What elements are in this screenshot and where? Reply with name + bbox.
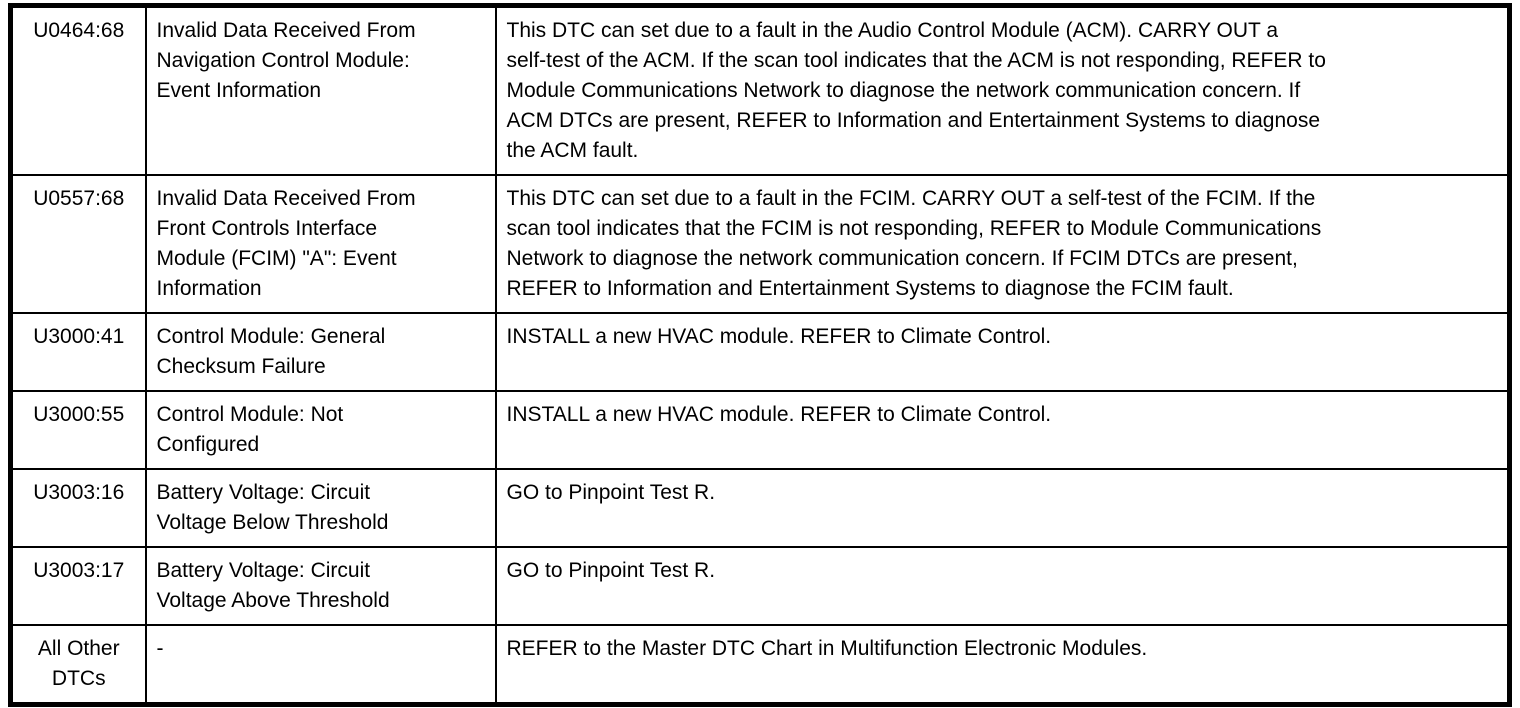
dtc-action-cell: This DTC can set due to a fault in the F… <box>494 174 1511 314</box>
dtc-action-cell: REFER to the Master DTC Chart in Multifu… <box>494 624 1511 706</box>
dtc-code-cell: U0464:68 <box>9 4 147 176</box>
dtc-description-cell: Invalid Data Received From Navigation Co… <box>144 4 497 176</box>
dtc-chart-table: U0464:68 Invalid Data Received From Navi… <box>8 3 1512 707</box>
dtc-description-cell: Battery Voltage: Circuit Voltage Above T… <box>144 546 497 626</box>
dtc-description-cell: - <box>144 624 497 706</box>
table-row: U0557:68 Invalid Data Received From Fron… <box>9 174 1511 314</box>
table-row: U0464:68 Invalid Data Received From Navi… <box>9 4 1511 176</box>
table-row: U3003:16 Battery Voltage: Circuit Voltag… <box>9 468 1511 548</box>
dtc-description-cell: Battery Voltage: Circuit Voltage Below T… <box>144 468 497 548</box>
table-row: U3000:55 Control Module: Not Configured … <box>9 390 1511 470</box>
dtc-action-cell: GO to Pinpoint Test R. <box>494 546 1511 626</box>
table-row: U3000:41 Control Module: General Checksu… <box>9 312 1511 392</box>
dtc-description-cell: Control Module: General Checksum Failure <box>144 312 497 392</box>
table-row: All Other DTCs - REFER to the Master DTC… <box>9 624 1511 706</box>
dtc-description-cell: Control Module: Not Configured <box>144 390 497 470</box>
dtc-action-cell: INSTALL a new HVAC module. REFER to Clim… <box>494 312 1511 392</box>
dtc-code-cell: U0557:68 <box>9 174 147 314</box>
dtc-action-cell: GO to Pinpoint Test R. <box>494 468 1511 548</box>
dtc-code-cell: U3003:16 <box>9 468 147 548</box>
dtc-code-cell: U3000:55 <box>9 390 147 470</box>
dtc-code-cell: All Other DTCs <box>9 624 147 706</box>
dtc-action-cell: INSTALL a new HVAC module. REFER to Clim… <box>494 390 1511 470</box>
dtc-description-cell: Invalid Data Received From Front Control… <box>144 174 497 314</box>
table-row: U3003:17 Battery Voltage: Circuit Voltag… <box>9 546 1511 626</box>
dtc-action-cell: This DTC can set due to a fault in the A… <box>494 4 1511 176</box>
dtc-table-body: U0464:68 Invalid Data Received From Navi… <box>9 4 1511 706</box>
dtc-code-cell: U3000:41 <box>9 312 147 392</box>
dtc-code-cell: U3003:17 <box>9 546 147 626</box>
